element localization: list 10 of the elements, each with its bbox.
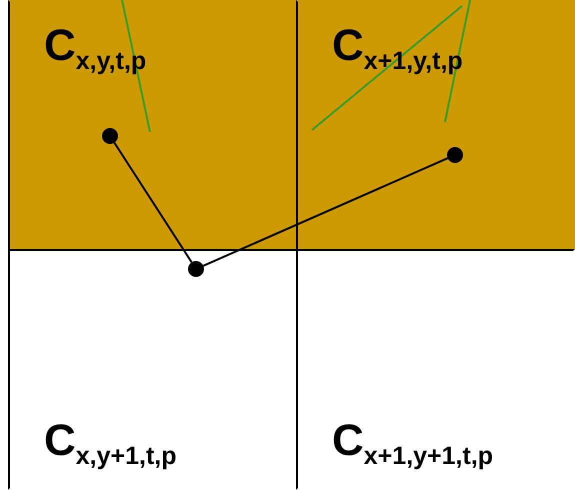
dot-marker <box>102 128 118 144</box>
grid-cell <box>8 0 298 251</box>
connector-line <box>114 142 192 263</box>
cell-label: C$_{x+1,y+1,t,p}$ <box>332 419 494 469</box>
cell-label: C$_{x,y+1,t,p}$ <box>44 419 177 469</box>
grid-cell <box>296 249 575 490</box>
grid-cell <box>296 0 575 251</box>
dot-marker <box>188 261 204 277</box>
connector-line <box>202 157 448 267</box>
dot-marker <box>447 147 463 163</box>
